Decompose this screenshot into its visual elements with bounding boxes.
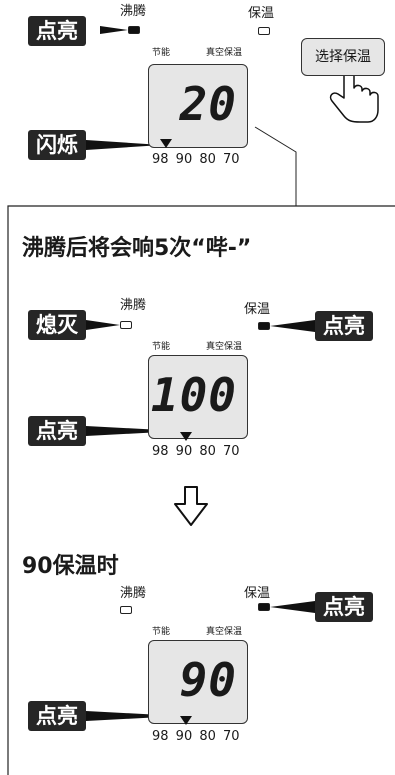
keep-warm-text-mid: 保温 <box>244 302 271 317</box>
pointer-off-mid <box>86 320 120 330</box>
display-value-mid: 100 <box>150 368 237 422</box>
label-lit-left-bottom: 点亮 <box>28 701 86 731</box>
boil-lamp-bottom <box>120 606 132 614</box>
label-lit-right-bottom: 点亮 <box>315 592 373 622</box>
display-value-bottom: 90 <box>179 653 237 707</box>
lcd-display-mid: 100 <box>148 355 248 439</box>
boil-lamp-mid <box>120 321 132 329</box>
temp-scale-mid: 98 90 80 70 <box>152 444 240 459</box>
keep-warm-lamp-top <box>258 27 270 35</box>
eco-label-bottom: 节能 <box>152 627 171 637</box>
pointer-lit-left-mid <box>86 426 180 436</box>
indicator-triangle-mid <box>180 432 192 441</box>
label-blink-top: 闪烁 <box>28 130 86 160</box>
label-lit-top: 点亮 <box>28 16 86 46</box>
display-value-top: 20 <box>179 77 237 131</box>
pointing-hand-icon <box>329 66 379 123</box>
select-keep-warm-button[interactable]: 选择保温 <box>301 38 385 76</box>
section-frame <box>7 205 395 775</box>
vacuum-label-mid: 真空保温 <box>206 342 243 352</box>
indicator-triangle-bottom <box>180 716 192 725</box>
lcd-display-top: 20 <box>148 64 248 148</box>
boil-lamp-top <box>128 26 140 34</box>
vacuum-label-top: 真空保温 <box>206 48 243 58</box>
callout-line <box>254 126 297 206</box>
boil-text-mid: 沸腾 <box>120 298 147 313</box>
temp-scale-bottom: 98 90 80 70 <box>152 729 240 744</box>
pointer-blink-top <box>86 140 162 150</box>
keep-warm-text-bottom: 保温 <box>244 586 271 601</box>
label-lit-right-mid: 点亮 <box>315 311 373 341</box>
vacuum-label-bottom: 真空保温 <box>206 627 243 637</box>
label-off-mid: 熄灭 <box>28 310 86 340</box>
pointer-lit-top <box>100 26 128 34</box>
pointer-lit-left-bottom <box>86 711 180 721</box>
heading-after-boil: 沸腾后将会响5次“哔-” <box>22 236 252 261</box>
eco-label-mid: 节能 <box>152 342 171 352</box>
heading-keep-warm-90: 90保温时 <box>22 554 119 579</box>
eco-label-top: 节能 <box>152 48 171 58</box>
boil-text-top: 沸腾 <box>120 4 147 19</box>
label-lit-left-mid: 点亮 <box>28 416 86 446</box>
lcd-display-bottom: 90 <box>148 640 248 724</box>
down-arrow-outline-icon <box>174 486 208 526</box>
pointer-lit-right-mid <box>270 320 315 332</box>
keep-warm-lamp-bottom <box>258 603 270 611</box>
pointer-lit-right-bottom <box>270 601 315 613</box>
indicator-triangle-top <box>160 139 172 148</box>
temp-scale-top: 98 90 80 70 <box>152 152 240 167</box>
boil-text-bottom: 沸腾 <box>120 586 147 601</box>
keep-warm-lamp-mid <box>258 322 270 330</box>
keep-warm-text-top: 保温 <box>248 6 275 21</box>
